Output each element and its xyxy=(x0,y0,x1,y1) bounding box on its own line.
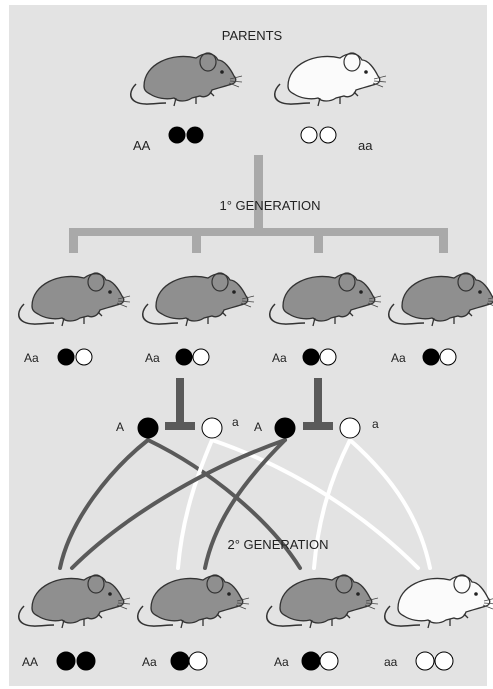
cross-line xyxy=(348,438,432,570)
bracket-leg xyxy=(439,228,448,253)
cross-line xyxy=(312,438,352,570)
allele-circle-icon xyxy=(422,348,440,366)
gen1-title: 1° GENERATION xyxy=(219,198,320,213)
parent-right-genotype: aa xyxy=(358,138,373,153)
cross-line xyxy=(176,438,214,570)
allele-circle-icon xyxy=(188,651,208,671)
allele-circle-icon xyxy=(137,417,159,439)
allele-circle-icon xyxy=(415,651,435,671)
allele-circle-icon xyxy=(439,348,457,366)
allele-circle-icon xyxy=(274,417,296,439)
cross-bar xyxy=(303,422,333,430)
connector-stem xyxy=(254,155,263,235)
allele-circle-icon xyxy=(434,651,454,671)
allele-circle-icon xyxy=(319,348,337,366)
cross-line xyxy=(58,438,150,570)
cross-line xyxy=(210,438,420,570)
gen1-genotype: Aa xyxy=(391,351,406,365)
allele-circle-icon xyxy=(319,651,339,671)
gamete-allele: A xyxy=(254,420,262,434)
cross-stem xyxy=(314,378,322,424)
allele-circle-icon xyxy=(339,417,361,439)
gen1-genotype: Aa xyxy=(24,351,39,365)
bracket-leg xyxy=(192,228,201,253)
diagram-background xyxy=(9,5,487,686)
bracket-leg xyxy=(69,228,78,253)
gen2-genotype: Aa xyxy=(274,655,289,669)
cross-stem xyxy=(176,378,184,424)
allele-circle-icon xyxy=(192,348,210,366)
gen2-genotype: AA xyxy=(22,655,38,669)
allele-circle-icon xyxy=(186,126,204,144)
cross-line xyxy=(70,438,287,570)
allele-circle-icon xyxy=(300,126,318,144)
gen2-genotype: aa xyxy=(384,655,398,669)
bracket-bar xyxy=(69,228,448,236)
bracket-leg xyxy=(314,228,323,253)
allele-circle-icon xyxy=(319,126,337,144)
cross-line xyxy=(203,438,287,570)
allele-circle-icon xyxy=(75,348,93,366)
gen2-title: 2° GENERATION xyxy=(227,537,328,552)
gen1-genotype: Aa xyxy=(145,351,160,365)
allele-circle-icon xyxy=(170,651,190,671)
gen1-genotype: Aa xyxy=(272,351,287,365)
gamete-allele: a xyxy=(232,415,239,429)
gamete-allele: A xyxy=(116,420,124,434)
allele-circle-icon xyxy=(175,348,193,366)
allele-circle-icon xyxy=(56,651,76,671)
parent-left-genotype: AA xyxy=(133,138,151,153)
allele-circle-icon xyxy=(201,417,223,439)
allele-circle-icon xyxy=(302,348,320,366)
cross-bar xyxy=(165,422,195,430)
allele-circle-icon xyxy=(301,651,321,671)
allele-circle-icon xyxy=(168,126,186,144)
cross-lines xyxy=(58,438,432,570)
gamete-allele: a xyxy=(372,417,379,431)
gen2-genotype: Aa xyxy=(142,655,157,669)
allele-circle-icon xyxy=(57,348,75,366)
allele-circle-icon xyxy=(76,651,96,671)
parents-title: PARENTS xyxy=(222,28,283,43)
